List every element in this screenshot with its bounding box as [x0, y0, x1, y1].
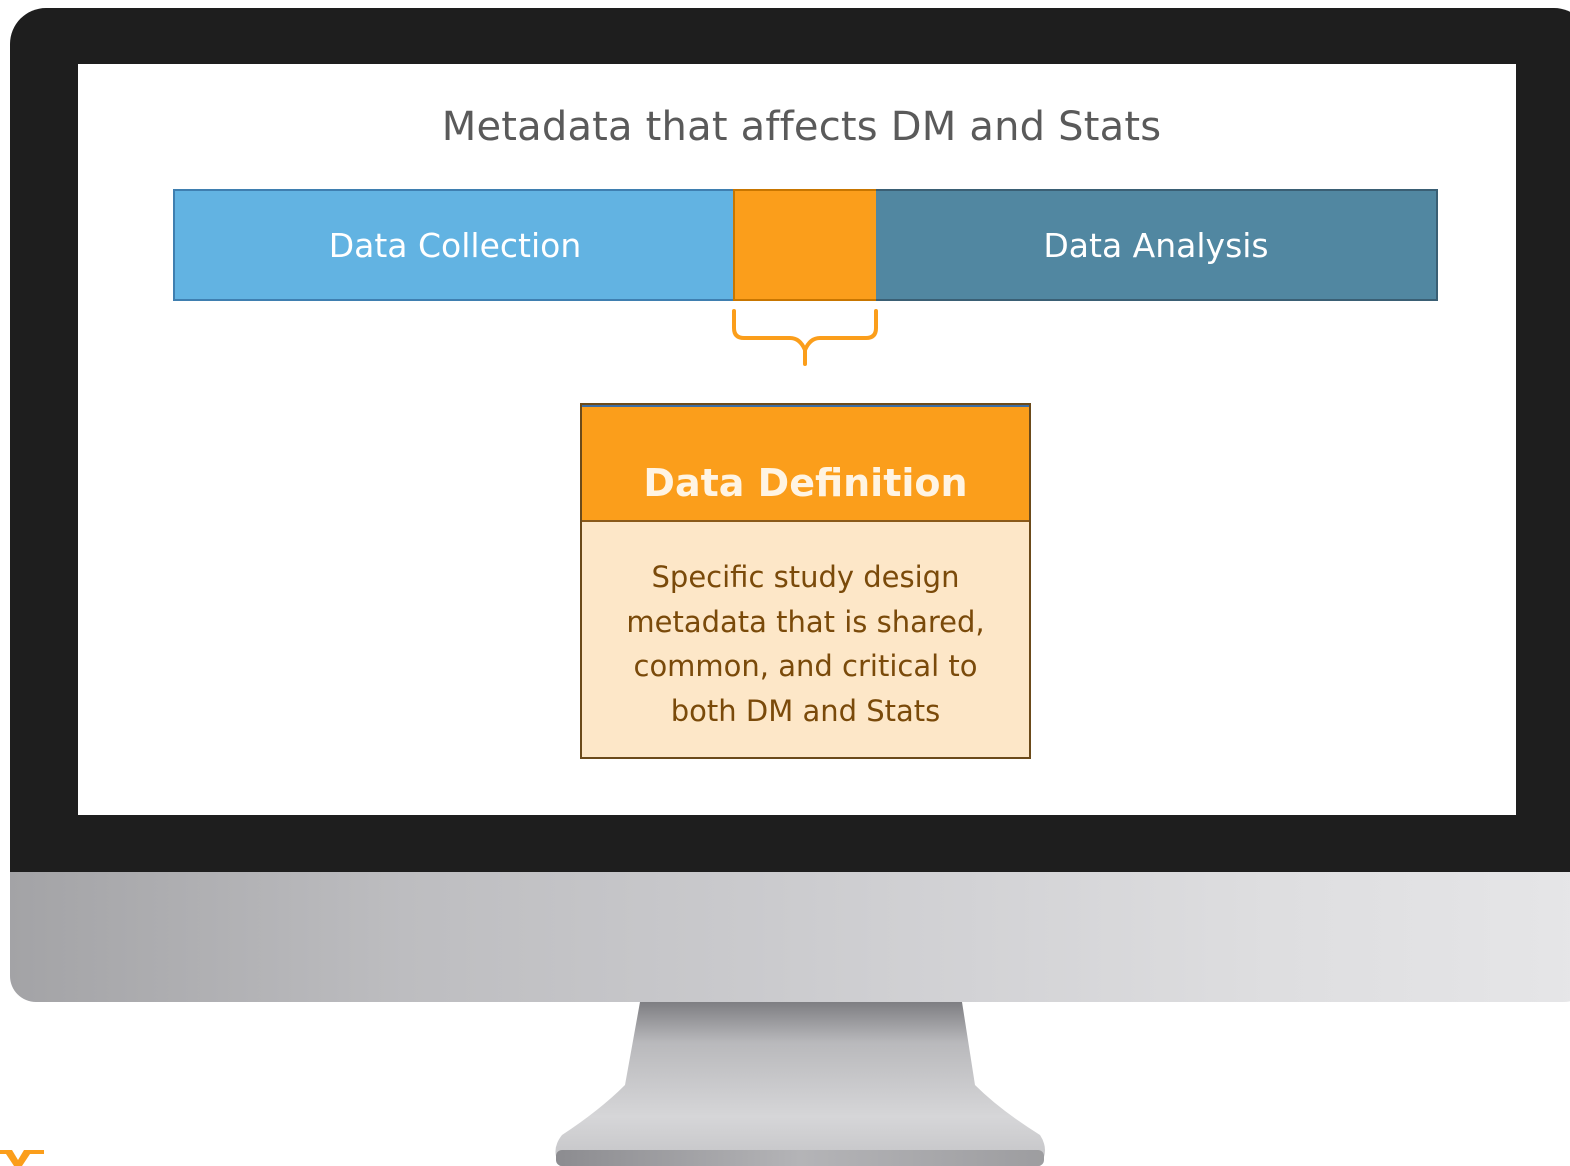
data-definition-description: Specific study design metadata that is s…	[626, 560, 985, 728]
data-collection-label: Data Collection	[328, 225, 582, 265]
logo-mark-icon	[0, 1150, 44, 1166]
data-analysis-label: Data Analysis	[1043, 225, 1269, 265]
data-definition-box: Data Definition Specific study design me…	[580, 403, 1031, 759]
overlap-segment	[733, 189, 878, 301]
data-analysis-segment: Data Analysis	[876, 189, 1438, 301]
data-collection-segment: Data Collection	[173, 189, 735, 301]
data-definition-title: Data Definition	[643, 461, 968, 505]
monitor-chin	[10, 872, 1570, 1002]
diagram-title: Metadata that affects DM and Stats	[441, 104, 1162, 150]
data-definition-header	[582, 405, 1029, 522]
